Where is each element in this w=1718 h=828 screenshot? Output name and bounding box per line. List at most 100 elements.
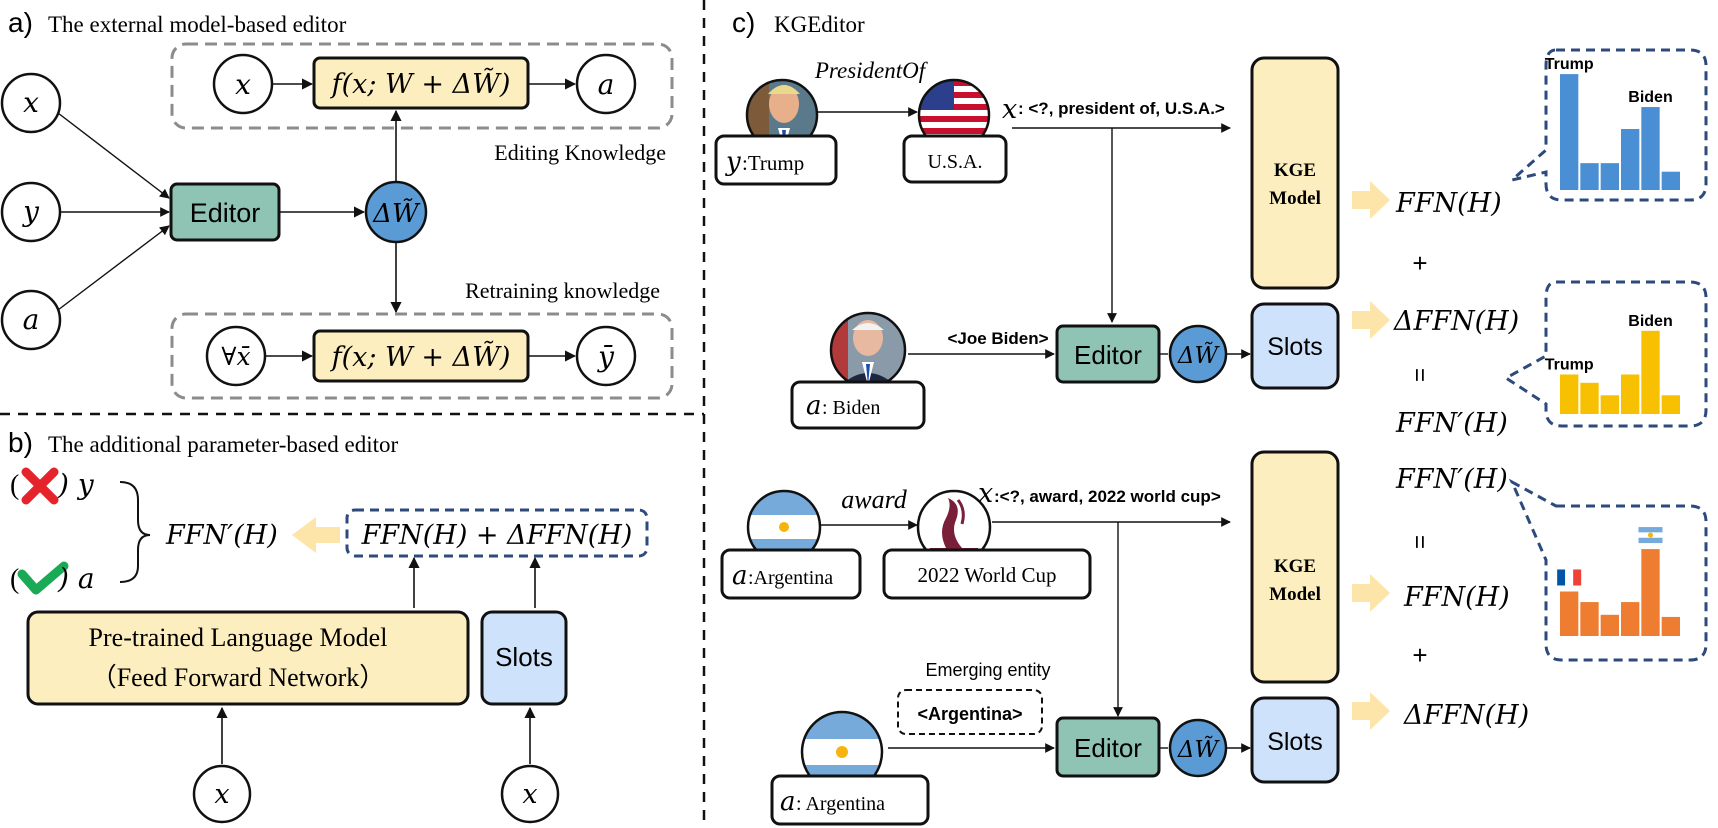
argentina-label-box <box>720 548 862 600</box>
argentina-label-text: :Argentina <box>748 567 833 589</box>
trump-label-text: :Trump <box>742 151 804 175</box>
input-x-left-label: x <box>214 779 229 810</box>
bottom-output-node <box>575 325 637 387</box>
panel-c-title: KGEditor <box>774 12 865 37</box>
upper-delta-ffn-label: ΔFFN(H) <box>1393 306 1519 337</box>
upper-ffn-prime-label: FFN′(H) <box>1395 408 1508 439</box>
upper-kge-line1: KGE <box>1274 160 1316 181</box>
lower-ffn-label: FFN(H) <box>1403 582 1510 613</box>
left-arrow-icon <box>292 517 340 553</box>
wrong-open-paren: ( <box>10 470 19 501</box>
relation-award: award <box>841 485 907 514</box>
world-cup-label: 2022 World Cup <box>917 563 1056 587</box>
emerging-entity-label: Emerging entity <box>925 660 1050 680</box>
chart-bars-2 <box>1557 527 1680 636</box>
panel-b-tag: b) <box>8 427 33 458</box>
lower-ffn-prime-label: FFN′(H) <box>1395 464 1508 495</box>
sum-label: FFN(H) + ΔFFN(H) <box>361 520 633 551</box>
upper-slots-box <box>1250 302 1340 390</box>
biden-portrait <box>829 311 907 389</box>
upper-query-var: x <box>1002 94 1017 125</box>
top-dashed-group <box>170 42 674 130</box>
chart-0-bar-1 <box>1580 163 1599 190</box>
input-x-left-node <box>192 764 252 824</box>
panel-b: b) The additional parameter-based editor… <box>8 427 649 824</box>
argentina-flag-icon <box>1638 527 1663 544</box>
chart-2-bar-0 <box>1560 591 1579 636</box>
top-function-label: f(x; W + ΔW̃) <box>330 67 511 100</box>
chart-0-bar-0 <box>1560 74 1579 190</box>
relation-president-of: PresidentOf <box>814 58 929 83</box>
editor-label: Editor <box>190 198 261 228</box>
chart-2-bar-1 <box>1580 602 1599 636</box>
panel-c-tag: c) <box>732 7 755 38</box>
top-output-node <box>575 53 637 115</box>
bottom-function-label: f(x; W + ΔW̃) <box>330 340 511 373</box>
argentina-large-label-var: a <box>780 787 796 817</box>
chart-1-label-4: Biden <box>1628 313 1672 330</box>
lower-equals: = <box>1406 535 1433 549</box>
lower-query-triple: :<?, award, 2022 world cup> <box>994 487 1221 506</box>
upper-plus: + <box>1412 248 1427 278</box>
upper-kge-line2: Model <box>1269 188 1321 209</box>
panel-a-tag: a) <box>8 7 33 38</box>
editing-knowledge-label: Editing Knowledge <box>494 140 666 165</box>
upper-query-triple: : <?, president of, U.S.A.> <box>1018 99 1225 118</box>
input-a-label: a <box>23 303 40 336</box>
biden-label-var: a <box>806 391 822 421</box>
upper-ffn-label: FFN(H) <box>1395 188 1502 219</box>
top-function-box <box>312 56 530 110</box>
upper-ffn-arrow-icon <box>1352 181 1390 219</box>
retraining-knowledge-label: Retraining knowledge <box>465 278 660 303</box>
upper-slots-label: Slots <box>1267 333 1323 361</box>
right-output: ) a <box>57 562 95 595</box>
world-cup-label-box <box>882 548 1092 600</box>
chart-1-bar-2 <box>1600 395 1619 414</box>
trump-label-var: y <box>725 147 741 177</box>
upper-kge-model-box <box>1250 56 1340 290</box>
chart-0-label-0: Trump <box>1545 56 1594 73</box>
delta-w-node <box>364 180 428 244</box>
usa-label: U.S.A. <box>927 151 982 173</box>
cross-icon <box>21 467 59 505</box>
bottom-output-label: ȳ <box>596 340 615 373</box>
lower-slots-label: Slots <box>1267 728 1323 756</box>
input-x-node <box>0 72 62 134</box>
wrong-output: ) y <box>57 468 95 501</box>
panel-a: a) The external model-based editor x f(x… <box>0 7 674 400</box>
chart-1-bar-3 <box>1621 374 1640 414</box>
chart-2-bar-5 <box>1661 616 1680 636</box>
chart-0-bar-5 <box>1661 171 1680 190</box>
panel-a-title: The external model-based editor <box>48 12 347 37</box>
input-x-right-node <box>500 764 560 824</box>
chart-0-label-4: Biden <box>1628 89 1672 106</box>
lower-kge-model-box <box>1250 450 1340 684</box>
chart-1-bar-0 <box>1560 374 1579 414</box>
chart-bars-1: Trump Biden <box>1545 313 1680 414</box>
lower-plus: + <box>1412 640 1427 670</box>
plm-line1: Pre-trained Language Model <box>89 623 388 652</box>
lower-delta-arrow-icon <box>1352 692 1390 730</box>
input-x-label: x <box>23 86 39 119</box>
sum-dashed-box <box>345 508 649 558</box>
check-icon <box>17 561 69 595</box>
ffn-prime-label: FFN′(H) <box>165 520 278 551</box>
chart-2-bar-4 <box>1641 549 1660 636</box>
upper-delta-arrow-icon <box>1352 301 1390 339</box>
upper-equals: = <box>1406 368 1433 382</box>
chart-1-label-0: Trump <box>1545 356 1594 373</box>
argentina-tag-box <box>897 689 1043 735</box>
delta-w-label: ΔW̃ <box>372 198 421 229</box>
lower-slots-box <box>1250 696 1340 784</box>
trump-label-box <box>714 134 838 186</box>
lower-delta-w-label: ΔW̃ <box>1177 737 1221 763</box>
panel-b-title: The additional parameter-based editor <box>48 432 398 457</box>
lower-kge-line1: KGE <box>1274 556 1316 577</box>
slots-label: Slots <box>495 642 553 672</box>
curly-brace <box>119 481 151 583</box>
lower-editor-box <box>1055 716 1161 778</box>
chart-1-bar-1 <box>1580 382 1599 414</box>
